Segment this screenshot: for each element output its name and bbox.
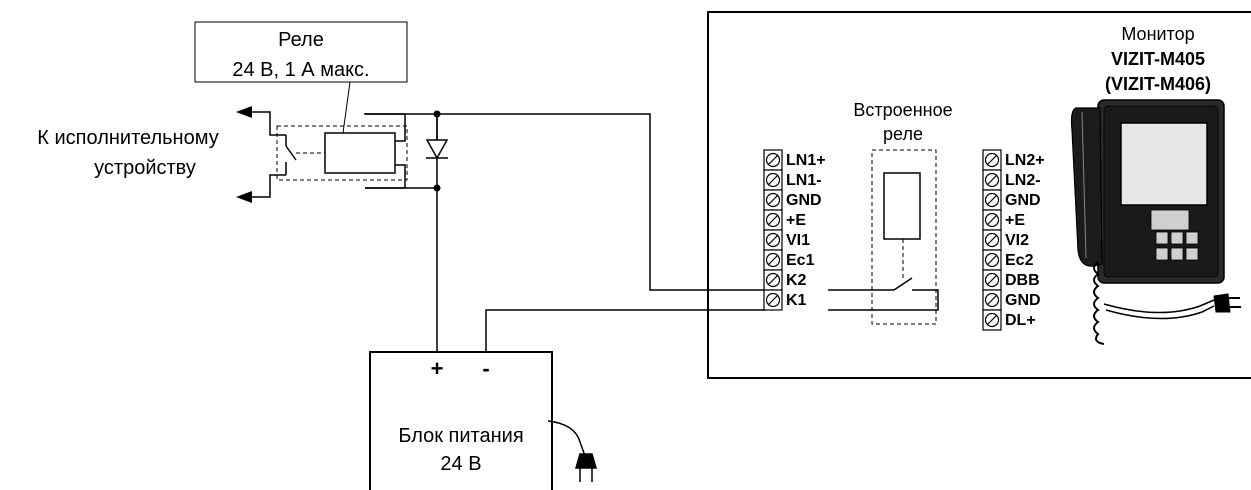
screw-icon	[984, 272, 1000, 288]
wiring	[365, 113, 766, 352]
terminal-ec2: Ec2	[982, 249, 1034, 271]
relay-coil	[324, 132, 396, 174]
arrow-left-icon	[236, 191, 252, 203]
terminal-label: DBB	[1005, 272, 1040, 289]
power-supply: + - Блок питания 24 В	[369, 351, 597, 490]
builtin-relay-line2: реле	[883, 124, 923, 144]
screw-icon	[984, 292, 1000, 308]
terminal-label: LN1+	[786, 152, 826, 169]
power-plus: +	[431, 356, 444, 381]
terminal-label: GND	[1005, 292, 1041, 309]
terminal-label: +E	[1005, 212, 1025, 229]
terminal-vi2: VI2	[982, 229, 1029, 251]
terminal-vi1: VI1	[763, 229, 810, 251]
terminal-label: +E	[786, 212, 806, 229]
junction-dot	[433, 184, 441, 192]
monitor-model: VIZIT-M405	[1111, 49, 1205, 69]
terminal-label: LN1-	[786, 172, 822, 189]
screw-icon	[765, 152, 781, 168]
power-minus: -	[482, 356, 489, 381]
terminal-ec1: Ec1	[763, 249, 815, 271]
actuator-label-line1: К исполнительному	[37, 127, 218, 149]
screw-icon	[765, 292, 781, 308]
terminal-label: VI1	[786, 232, 810, 249]
relay-housing	[276, 125, 408, 181]
monitor-device-image	[1070, 99, 1241, 345]
monitor-model-alt: (VIZIT-M406)	[1105, 74, 1211, 94]
power-voltage: 24 В	[440, 453, 481, 475]
terminal-e: +E	[763, 209, 806, 231]
screw-icon	[984, 152, 1000, 168]
terminal-ln1: LN1+	[763, 149, 826, 171]
screw-icon	[765, 172, 781, 188]
screw-icon	[765, 252, 781, 268]
terminal-label: K2	[786, 272, 807, 289]
power-title: Блок питания	[398, 425, 523, 447]
terminal-label: Ec1	[786, 252, 815, 269]
terminal-dbb: DBB	[982, 269, 1040, 291]
screw-icon	[765, 192, 781, 208]
external-relay: Реле 24 В, 1 А макс.	[194, 21, 408, 203]
terminal-ln2: LN2-	[982, 169, 1041, 191]
screw-icon	[984, 192, 1000, 208]
terminal-gnd: GND	[982, 289, 1041, 311]
relay-title: Реле	[278, 29, 324, 51]
terminal-e: +E	[982, 209, 1025, 231]
monitor-enclosure	[707, 11, 1251, 379]
relay-label-box	[194, 21, 408, 83]
builtin-relay-coil	[883, 172, 921, 240]
terminal-k2: K2	[763, 269, 807, 291]
terminal-ln1: LN1-	[763, 169, 822, 191]
terminal-label: K1	[786, 292, 807, 309]
terminal-label: VI2	[1005, 232, 1029, 249]
screw-icon	[765, 212, 781, 228]
terminal-label: DL+	[1005, 312, 1036, 329]
relay-rating: 24 В, 1 А макс.	[232, 59, 369, 81]
arrow-left-icon	[236, 106, 252, 118]
terminal-k1: K1	[763, 289, 807, 311]
diode-icon	[425, 114, 449, 160]
terminal-gnd: GND	[982, 189, 1041, 211]
screw-icon	[984, 232, 1000, 248]
terminal-label: GND	[1005, 192, 1041, 209]
terminal-dl: DL+	[982, 309, 1036, 331]
screw-icon	[984, 252, 1000, 268]
builtin-relay	[828, 149, 939, 325]
terminal-label: Ec2	[1005, 252, 1034, 269]
screw-icon	[984, 212, 1000, 228]
terminal-label: LN2+	[1005, 152, 1045, 169]
terminal-label: GND	[786, 192, 822, 209]
terminal-ln2: LN2+	[982, 149, 1045, 171]
screw-icon	[765, 272, 781, 288]
terminal-label: LN2-	[1005, 172, 1041, 189]
plug-icon	[575, 453, 597, 482]
screw-icon	[984, 312, 1000, 328]
builtin-relay-line1: Встроенное	[853, 100, 952, 120]
screw-icon	[765, 232, 781, 248]
plug-icon	[1213, 293, 1241, 313]
monitor-title: Монитор	[1121, 24, 1194, 44]
actuator-label-line2: устройству	[94, 157, 196, 179]
terminal-gnd: GND	[763, 189, 822, 211]
screw-icon	[984, 172, 1000, 188]
